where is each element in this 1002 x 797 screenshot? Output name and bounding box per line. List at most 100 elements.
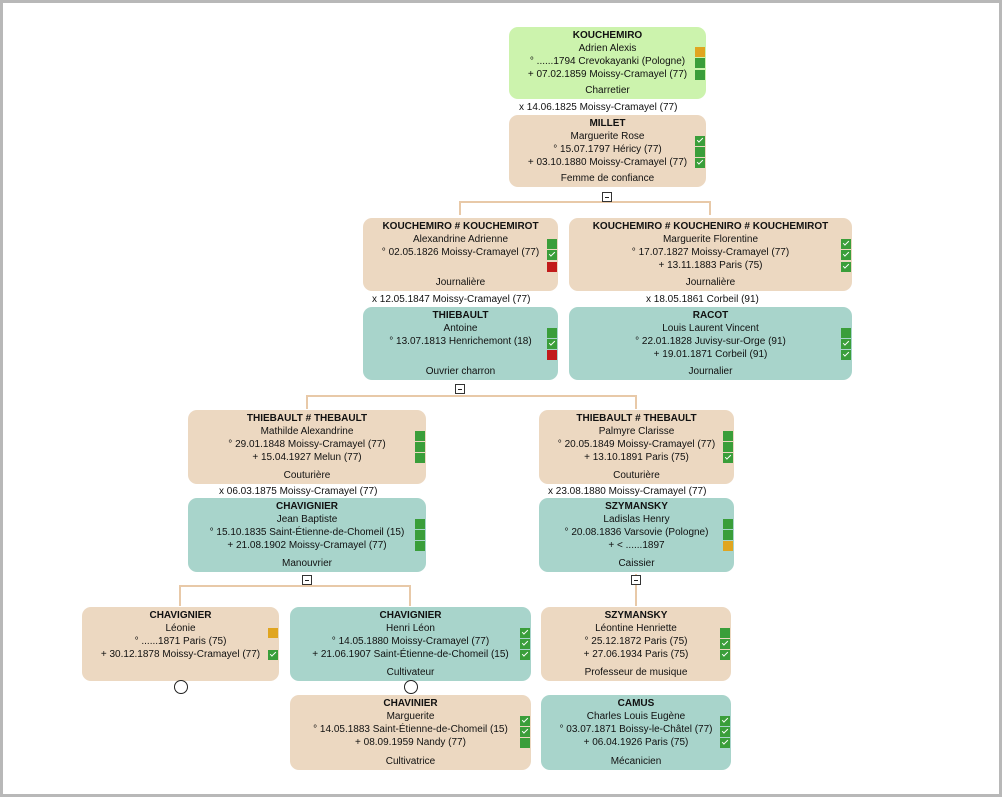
source-icon[interactable] — [415, 442, 425, 452]
source-checked-icon[interactable] — [841, 262, 851, 272]
source-icon[interactable] — [695, 70, 705, 80]
source-icon[interactable] — [723, 442, 733, 452]
person-birth: ° 20.05.1849 Moissy-Cramayel (77) — [557, 439, 716, 450]
source-icon[interactable] — [415, 530, 425, 540]
person-death: + 21.06.1907 Saint-Étienne-de-Chomeil (1… — [312, 649, 509, 660]
source-icon[interactable] — [723, 431, 733, 441]
person-death: + < ......1897 — [608, 540, 665, 551]
collapse-toggle-icon[interactable] — [631, 575, 641, 585]
source-checked-icon[interactable] — [520, 639, 530, 649]
person-card-chavignier-jean-baptiste[interactable]: CHAVIGNIER Jean Baptiste ° 15.10.1835 Sa… — [188, 498, 426, 572]
source-checked-icon[interactable] — [841, 339, 851, 349]
person-surname: KOUCHEMIRO # KOUCHENIRO # KOUCHEMIROT — [592, 221, 829, 232]
source-checked-icon[interactable] — [720, 738, 730, 748]
person-occupation: Couturière — [613, 470, 660, 481]
source-icon[interactable] — [415, 519, 425, 529]
source-checked-icon[interactable] — [520, 650, 530, 660]
person-surname: THIEBAULT — [432, 310, 489, 321]
collapse-toggle-icon[interactable] — [455, 384, 465, 394]
person-card-marguerite-florentine[interactable]: KOUCHEMIRO # KOUCHENIRO # KOUCHEMIROT Ma… — [569, 218, 852, 291]
marriage-label: x 18.05.1861 Corbeil (91) — [646, 294, 759, 305]
person-death: + 19.01.1871 Corbeil (91) — [653, 349, 768, 360]
person-card-alexandrine[interactable]: KOUCHEMIRO # KOUCHEMIROT Alexandrine Adr… — [363, 218, 558, 291]
source-pending-icon[interactable] — [268, 628, 278, 638]
source-checked-icon[interactable] — [841, 239, 851, 249]
source-checked-icon[interactable] — [520, 716, 530, 726]
source-icon[interactable] — [547, 328, 557, 338]
person-card-leontine[interactable]: SZYMANSKY Léontine Henriette ° 25.12.187… — [541, 607, 731, 681]
source-missing-icon[interactable] — [547, 350, 557, 360]
source-checked-icon[interactable] — [723, 453, 733, 463]
person-card-henri-leon[interactable]: CHAVIGNIER Henri Léon ° 14.05.1880 Moiss… — [290, 607, 531, 681]
source-checked-icon[interactable] — [547, 250, 557, 260]
person-surname: CHAVIGNIER — [379, 610, 442, 621]
source-icon[interactable] — [695, 147, 705, 157]
person-card-kouchemiro-adrien[interactable]: KOUCHEMIRO Adrien Alexis ° ......1794 Cr… — [509, 27, 706, 99]
person-occupation: Journalière — [435, 277, 486, 288]
person-birth: ° 14.05.1880 Moissy-Cramayel (77) — [331, 636, 490, 647]
person-card-palmyre[interactable]: THIEBAULT # THEBAULT Palmyre Clarisse ° … — [539, 410, 734, 484]
source-icon[interactable] — [520, 738, 530, 748]
person-occupation: Couturière — [283, 470, 331, 481]
person-birth: ° 13.07.1813 Henrichemont (18) — [389, 336, 532, 347]
no-descendants-circle-icon[interactable] — [174, 680, 188, 694]
person-surname: KOUCHEMIRO # KOUCHEMIROT — [382, 221, 539, 232]
source-icon[interactable] — [415, 431, 425, 441]
source-checked-icon[interactable] — [695, 136, 705, 146]
source-icon[interactable] — [695, 58, 705, 68]
person-given-names: Léonie — [165, 623, 196, 634]
person-birth: ° 03.07.1871 Boissy-le-Châtel (77) — [559, 724, 713, 735]
person-card-camus[interactable]: CAMUS Charles Louis Eugène ° 03.07.1871 … — [541, 695, 731, 770]
person-occupation: Mécanicien — [610, 756, 662, 767]
person-birth: ° ......1794 Crevokayanki (Pologne) — [529, 56, 686, 67]
collapse-toggle-icon[interactable] — [602, 192, 612, 202]
source-checked-icon[interactable] — [720, 727, 730, 737]
source-icon[interactable] — [547, 239, 557, 249]
source-checked-icon[interactable] — [720, 716, 730, 726]
source-checked-icon[interactable] — [520, 727, 530, 737]
person-given-names: Marguerite Rose — [570, 131, 645, 142]
person-given-names: Charles Louis Eugène — [586, 711, 686, 722]
person-card-millet[interactable]: MILLET Marguerite Rose ° 15.07.1797 Héri… — [509, 115, 706, 187]
source-checked-icon[interactable] — [520, 628, 530, 638]
person-given-names: Ladislas Henry — [603, 514, 670, 525]
person-occupation: Caissier — [618, 558, 655, 569]
source-icon[interactable] — [720, 628, 730, 638]
person-card-szymansky-ladislas[interactable]: SZYMANSKY Ladislas Henry ° 20.08.1836 Va… — [539, 498, 734, 572]
source-checked-icon[interactable] — [695, 158, 705, 168]
person-card-mathilde[interactable]: THIEBAULT # THEBAULT Mathilde Alexandrin… — [188, 410, 426, 484]
person-death: + 15.04.1927 Melun (77) — [252, 452, 362, 463]
source-icon[interactable] — [415, 541, 425, 551]
person-card-chavinier-marguerite[interactable]: CHAVINIER Marguerite ° 14.05.1883 Saint-… — [290, 695, 531, 770]
person-birth: ° 22.01.1828 Juvisy-sur-Orge (91) — [635, 336, 786, 347]
source-icon[interactable] — [415, 453, 425, 463]
person-birth: ° 14.05.1883 Saint-Étienne-de-Chomeil (1… — [313, 724, 508, 735]
marriage-label: x 06.03.1875 Moissy-Cramayel (77) — [219, 486, 378, 497]
no-descendants-circle-icon[interactable] — [404, 680, 418, 694]
marriage-label: x 12.05.1847 Moissy-Cramayel (77) — [372, 294, 531, 305]
person-given-names: Alexandrine Adrienne — [412, 234, 509, 245]
person-given-names: Marguerite — [386, 711, 435, 722]
source-checked-icon[interactable] — [841, 350, 851, 360]
source-checked-icon[interactable] — [841, 250, 851, 260]
person-given-names: Antoine — [443, 323, 478, 334]
source-checked-icon[interactable] — [720, 650, 730, 660]
source-missing-icon[interactable] — [547, 262, 557, 272]
person-card-leonie[interactable]: CHAVIGNIER Léonie ° ......1871 Paris (75… — [82, 607, 279, 681]
person-surname: THIEBAULT # THEBAULT — [576, 413, 697, 424]
source-icon[interactable] — [723, 530, 733, 540]
person-occupation: Journalière — [685, 277, 736, 288]
person-card-thiebault[interactable]: THIEBAULT Antoine ° 13.07.1813 Henrichem… — [363, 307, 558, 380]
source-pending-icon[interactable] — [695, 47, 705, 57]
person-birth: ° 29.01.1848 Moissy-Cramayel (77) — [228, 439, 386, 450]
source-checked-icon[interactable] — [268, 650, 278, 660]
source-pending-icon[interactable] — [723, 541, 733, 551]
collapse-toggle-icon[interactable] — [302, 575, 312, 585]
source-icon[interactable] — [841, 328, 851, 338]
person-death: + 21.08.1902 Moissy-Cramayel (77) — [227, 540, 387, 551]
source-icon[interactable] — [723, 519, 733, 529]
person-surname: SZYMANSKY — [605, 501, 668, 512]
source-checked-icon[interactable] — [720, 639, 730, 649]
person-card-racot[interactable]: RACOT Louis Laurent Vincent ° 22.01.1828… — [569, 307, 852, 380]
source-checked-icon[interactable] — [547, 339, 557, 349]
